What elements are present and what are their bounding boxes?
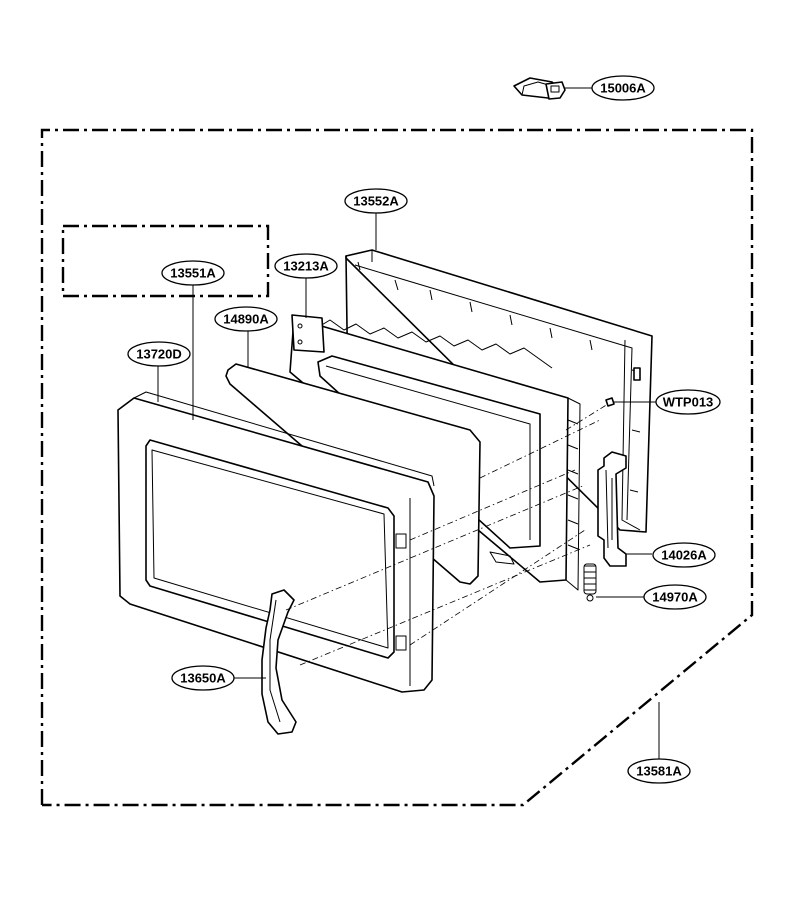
part-code-13650A: 13650A xyxy=(180,671,226,686)
part-code-14970A: 14970A xyxy=(652,590,698,605)
part-label-14890A: 14890A xyxy=(214,306,278,332)
leader-lines xyxy=(157,87,660,759)
part-code-WTP013: WTP013 xyxy=(663,395,714,410)
part-code-15006A: 15006A xyxy=(600,81,646,96)
assembly-boundary xyxy=(40,128,754,807)
part-code-13581A: 13581A xyxy=(636,764,682,779)
part-code-13720D: 13720D xyxy=(136,347,182,362)
part-code-14026A: 14026A xyxy=(661,548,707,563)
part-code-13213A: 13213A xyxy=(283,259,329,274)
door-handle-drawing xyxy=(261,589,297,735)
part-label-14970A: 14970A xyxy=(643,584,707,610)
part-label-13581A: 13581A xyxy=(627,758,691,784)
latch-key-drawing xyxy=(597,451,627,567)
part-code-13552A: 13552A xyxy=(353,194,399,209)
latch-clip-drawing xyxy=(513,77,566,100)
part-label-13552A: 13552A xyxy=(344,188,408,214)
part-label-13650A: 13650A xyxy=(171,665,235,691)
part-label-13213A: 13213A xyxy=(274,253,338,279)
part-label-14026A: 14026A xyxy=(652,542,716,568)
door-front-drawing xyxy=(117,391,435,693)
sub-assembly-box xyxy=(61,224,270,298)
part-code-14890A: 14890A xyxy=(223,312,269,327)
part-label-13720D: 13720D xyxy=(127,341,191,367)
part-label-WTP013: WTP013 xyxy=(655,389,721,415)
latch-spring-drawing xyxy=(583,563,597,602)
assembly-guides xyxy=(285,403,609,666)
part-label-13551A: 13551A xyxy=(161,260,225,286)
screw-drawing xyxy=(605,397,615,407)
part-code-13551A: 13551A xyxy=(170,266,216,281)
part-label-15006A: 15006A xyxy=(591,75,655,101)
